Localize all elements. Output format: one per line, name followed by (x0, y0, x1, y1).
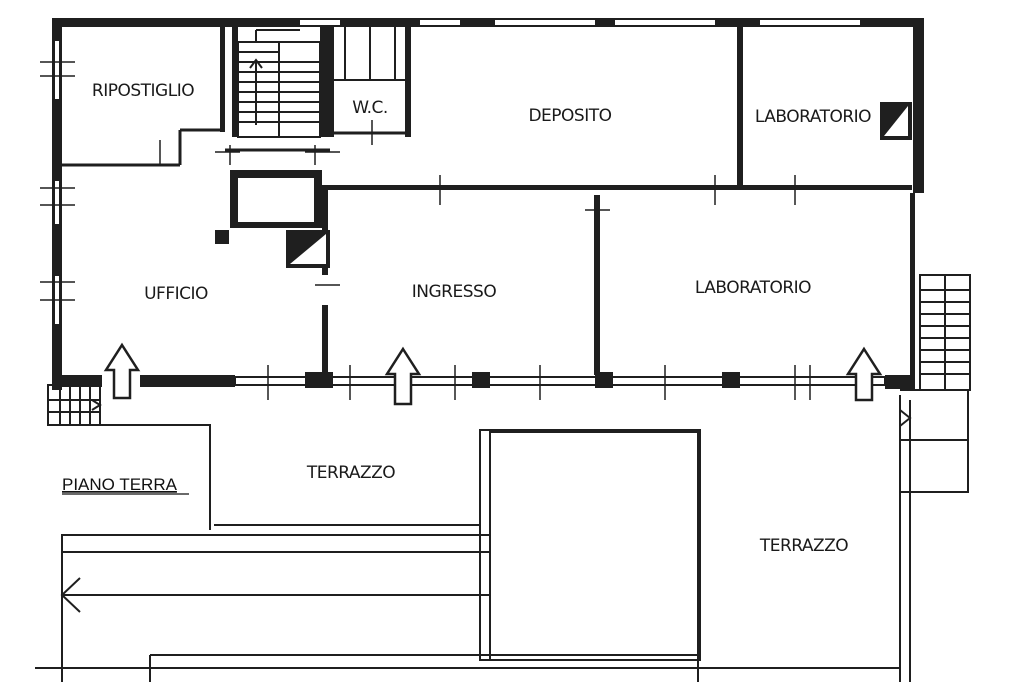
chimney-flue-ingresso (286, 230, 330, 268)
steps-left (47, 384, 102, 426)
floor-title: PIANO TERRA (62, 475, 178, 494)
steps-right (919, 274, 971, 391)
outer-walls (52, 18, 924, 390)
room-label-ufficio: UFFICIO (144, 284, 208, 304)
room-label-terrazzo-right: TERRAZZO (759, 536, 848, 556)
room-label-laboratorio-small: LABORATORIO (755, 107, 871, 127)
room-label-terrazzo-left: TERRAZZO (306, 463, 395, 483)
outdoor-outlines (35, 389, 969, 682)
staircase-top (237, 29, 321, 138)
entrance-arrow-ufficio (103, 342, 141, 400)
entrance-arrow-ingresso (384, 346, 422, 406)
room-label-ingresso: INGRESSO (412, 282, 497, 302)
room-label-deposito: DEPOSITO (528, 106, 611, 126)
door-ticks (159, 120, 811, 400)
chimney-flue-laboratorio (880, 102, 912, 140)
top-windows (300, 20, 860, 25)
entrance-arrow-laboratorio (845, 346, 883, 402)
left-windows (40, 39, 75, 326)
interior-walls (62, 27, 912, 375)
room-label-laboratorio-large: LABORATORIO (695, 278, 811, 298)
room-label-wc: W.C. (352, 98, 388, 118)
room-label-ripostiglio: RIPOSTIGLIO (92, 81, 194, 101)
